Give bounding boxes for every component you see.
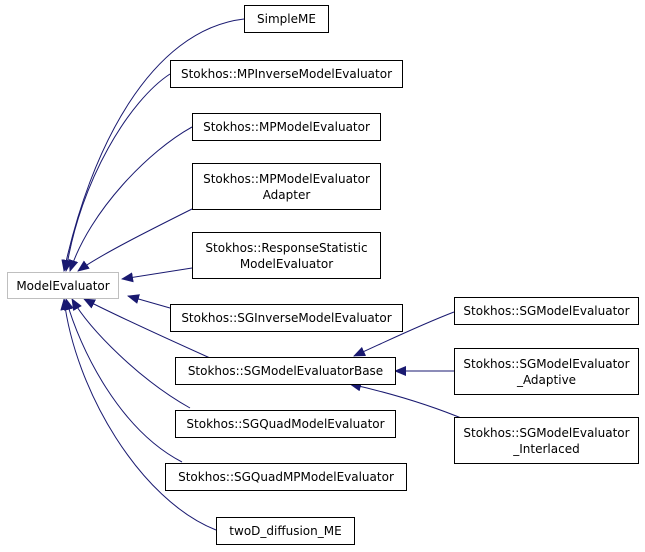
node-response-statistic-model-evaluator[interactable]: Stokhos::ResponseStatistic ModelEvaluato…	[192, 232, 381, 279]
node-mp-inverse-model-evaluator[interactable]: Stokhos::MPInverseModelEvaluator	[170, 60, 403, 88]
edge-sginverse-to-modelevaluator	[127, 294, 171, 309]
node-label-line2: ModelEvaluator	[239, 256, 334, 271]
node-label: ModelEvaluator	[16, 278, 110, 293]
edge-sgmodel-to-sgbase	[353, 311, 455, 357]
node-label: Stokhos::SGModelEvaluatorBase	[187, 364, 384, 378]
edge-mpadapter-to-modelevaluator	[77, 208, 193, 272]
node-label: Stokhos::SGModelEvaluator	[463, 304, 630, 318]
node-label-line2: _Adaptive	[516, 372, 577, 387]
node-label-line1: Stokhos::SGModelEvaluator	[463, 425, 630, 440]
node-mp-model-evaluator-adapter[interactable]: Stokhos::MPModelEvaluator Adapter	[192, 163, 381, 210]
edge-mpmodel-to-modelevaluator	[68, 126, 193, 272]
node-sg-model-evaluator[interactable]: Stokhos::SGModelEvaluator	[454, 297, 639, 325]
edge-twod-to-modelevaluator	[60, 298, 217, 531]
edge-responsestatistic-to-modelevaluator	[121, 267, 193, 283]
node-mp-model-evaluator[interactable]: Stokhos::MPModelEvaluator	[192, 113, 381, 141]
edge-sgquadmp-to-modelevaluator	[64, 298, 183, 463]
node-sg-model-evaluator-adaptive[interactable]: Stokhos::SGModelEvaluator _Adaptive	[454, 348, 639, 395]
node-sg-model-evaluator-interlaced[interactable]: Stokhos::SGModelEvaluator _Interlaced	[454, 417, 639, 464]
node-label: Stokhos::SGQuadModelEvaluator	[186, 417, 385, 431]
edge-sgquad-to-modelevaluator	[71, 298, 191, 409]
edge-sginterlaced-to-sgbase	[349, 381, 467, 421]
node-model-evaluator[interactable]: ModelEvaluator	[7, 272, 119, 299]
edge-sgbase-to-modelevaluator	[83, 298, 211, 359]
node-label-line1: Stokhos::SGModelEvaluator	[463, 356, 630, 371]
node-label-line1: Stokhos::ResponseStatistic	[205, 240, 368, 255]
node-twod-diffusion-me[interactable]: twoD_diffusion_ME	[216, 517, 355, 545]
edge-mpinverse-to-modelevaluator	[62, 73, 171, 272]
node-label: Stokhos::SGQuadMPModelEvaluator	[178, 470, 394, 484]
node-label: Stokhos::MPModelEvaluator	[203, 120, 370, 134]
node-sg-model-evaluator-base[interactable]: Stokhos::SGModelEvaluatorBase	[175, 357, 396, 385]
node-sg-quad-model-evaluator[interactable]: Stokhos::SGQuadModelEvaluator	[175, 410, 396, 438]
node-sg-quad-mp-model-evaluator[interactable]: Stokhos::SGQuadMPModelEvaluator	[165, 463, 407, 491]
node-label: SimpleME	[257, 12, 316, 26]
node-label: Stokhos::SGInverseModelEvaluator	[181, 311, 392, 325]
node-sg-inverse-model-evaluator[interactable]: Stokhos::SGInverseModelEvaluator	[170, 304, 403, 332]
node-simple-me[interactable]: SimpleME	[244, 5, 329, 33]
node-label-line1: Stokhos::MPModelEvaluator	[203, 171, 370, 186]
node-label: Stokhos::MPInverseModelEvaluator	[180, 67, 393, 81]
node-label: twoD_diffusion_ME	[229, 524, 342, 538]
node-label-line2: _Interlaced	[513, 441, 580, 456]
node-label-line2: Adapter	[262, 187, 311, 202]
